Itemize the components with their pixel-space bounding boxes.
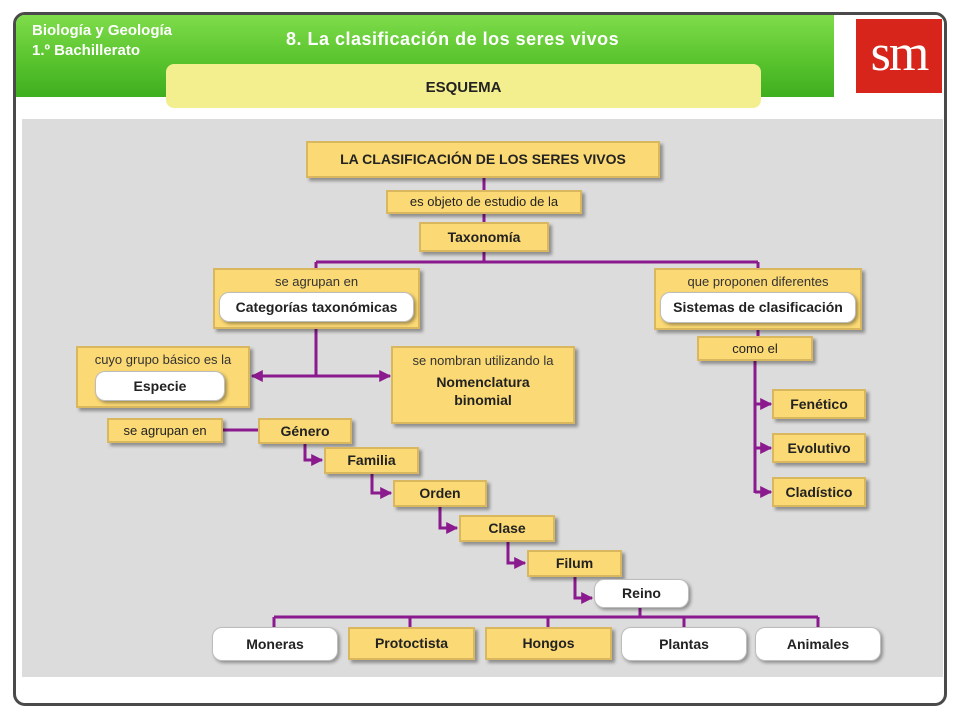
sistemas-pill: Sistemas de clasificación <box>660 292 856 323</box>
kingdom-protoctista: Protoctista <box>348 627 475 660</box>
main-title-box: LA CLASIFICACIÓN DE LOS SERES VIVOS <box>306 141 660 178</box>
categorias-caption: se agrupan en <box>274 274 359 289</box>
subject-line-1: Biología y Geología <box>32 22 173 39</box>
system-evolutivo: Evolutivo <box>772 433 866 463</box>
unit-title: 8. La clasificación de los seres vivos <box>286 29 620 49</box>
arrow-clase-filum <box>506 541 527 569</box>
subject-label: Biología y Geología 1.º Bachillerato <box>32 21 172 61</box>
arrow-orden-clase <box>438 506 459 534</box>
especie-pill: Especie <box>95 371 225 401</box>
arrow-familia-orden <box>370 473 393 499</box>
arrow-genero-familia <box>303 443 324 466</box>
rank-reino: Reino <box>594 579 689 608</box>
section-tab: ESQUEMA <box>166 64 761 108</box>
como-el-box: como el <box>697 336 813 361</box>
system-fenetico: Fenético <box>772 389 866 419</box>
kingdom-hongos: Hongos <box>485 627 612 660</box>
sm-logo: sm <box>856 19 942 93</box>
kingdom-plantas: Plantas <box>621 627 747 661</box>
rank-clase: Clase <box>459 515 555 542</box>
especie-caption: cuyo grupo básico es la <box>94 352 232 367</box>
nomenclatura-line-2: binomial <box>454 392 512 408</box>
system-cladistico: Cladístico <box>772 477 866 507</box>
rank-familia: Familia <box>324 447 419 474</box>
kingdom-animales: Animales <box>755 627 881 661</box>
agrupan-lower-box: se agrupan en <box>107 418 223 443</box>
kingdom-moneras: Moneras <box>212 627 338 661</box>
publisher-logo: sm <box>834 15 944 97</box>
rank-orden: Orden <box>393 480 487 507</box>
taxonomia-box: Taxonomía <box>419 222 549 252</box>
subject-line-2: 1.º Bachillerato <box>32 42 141 59</box>
sistemas-caption: que proponen diferentes <box>687 274 829 289</box>
rank-genero: Género <box>258 418 352 444</box>
arrow-filum-reino <box>573 576 594 604</box>
nomenclatura-box: se nombran utilizando la Nomenclatura bi… <box>391 346 575 424</box>
link-objeto-box: es objeto de estudio de la <box>386 190 582 214</box>
nomenclatura-line-1: Nomenclatura <box>436 374 530 390</box>
categorias-pill: Categorías taxonómicas <box>219 292 414 322</box>
nomenclatura-caption: se nombran utilizando la <box>412 353 554 368</box>
rank-filum: Filum <box>527 550 622 577</box>
